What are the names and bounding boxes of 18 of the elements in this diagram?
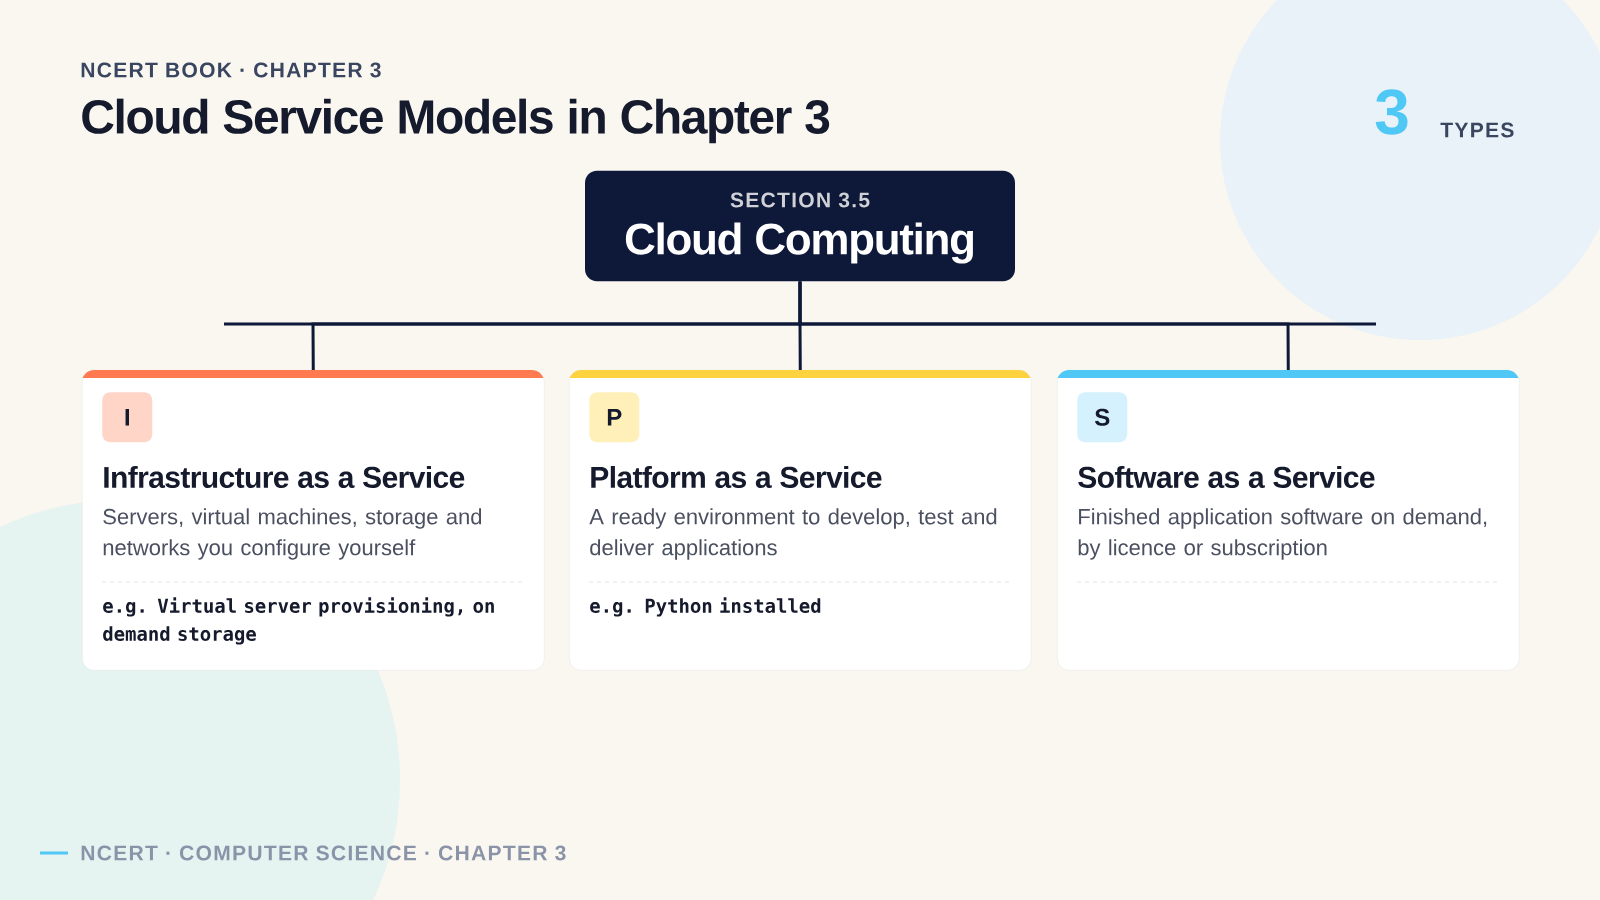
card-description: A ready environment to develop, test and deliver applications xyxy=(589,508,997,560)
section-box: SECTION 3.5 Cloud Computing xyxy=(585,170,1015,282)
card-description: Servers, virtual machines, storage and networks you configure yourself xyxy=(103,508,482,560)
count-number: 3 xyxy=(1375,89,1408,135)
footer-text: NCERT · COMPUTER SCIENCE · CHAPTER 3 xyxy=(81,845,566,861)
letter-badge: I xyxy=(102,392,153,443)
title: Cloud Service Models in Chapter 3 xyxy=(82,98,830,144)
card-description: Finished application software on demand, by licence or subscription xyxy=(1078,508,1487,560)
eyebrow-text: NCERT BOOK · CHAPTER 3 xyxy=(81,62,381,78)
count-label: TYPES xyxy=(1440,122,1514,138)
example-text: e.g. Virtual server provisioning, on demand storage xyxy=(103,597,494,645)
letter-badge: S xyxy=(1077,392,1128,443)
card-title: Software as a Service xyxy=(1078,466,1375,488)
connector xyxy=(798,281,1290,370)
letter-badge: P xyxy=(589,392,640,443)
card-title: Platform as a Service xyxy=(591,466,882,488)
card-title: Infrastructure as a Service xyxy=(104,466,465,488)
example-text: e.g. Python installed xyxy=(590,597,821,617)
